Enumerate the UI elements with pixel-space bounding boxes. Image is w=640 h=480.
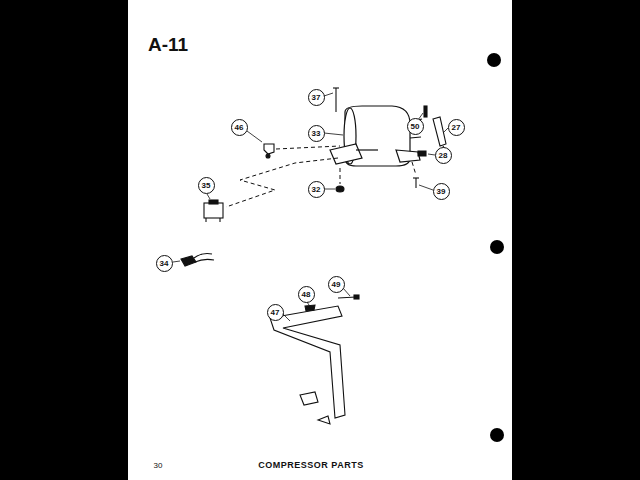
leader-lines bbox=[173, 93, 448, 321]
callout-number: 37 bbox=[308, 89, 325, 106]
relay-and-overload bbox=[181, 200, 223, 266]
compressor bbox=[330, 106, 423, 166]
page-number: 30 bbox=[154, 461, 163, 470]
assembly-lines bbox=[226, 146, 416, 207]
callout-number: 39 bbox=[433, 183, 450, 200]
callout-number: 34 bbox=[156, 255, 173, 272]
punch-holes bbox=[487, 53, 504, 442]
diagram-title: A-11 bbox=[148, 34, 188, 56]
callout-number: 32 bbox=[308, 181, 325, 198]
caption: COMPRESSOR PARTS bbox=[258, 460, 363, 470]
page-sheet bbox=[128, 0, 512, 480]
callout-number: 47 bbox=[267, 304, 284, 321]
callout-number: 27 bbox=[448, 119, 465, 136]
callout-number: 33 bbox=[308, 125, 325, 142]
callout-number: 49 bbox=[328, 276, 345, 293]
callout-number: 48 bbox=[298, 286, 315, 303]
hardware bbox=[264, 88, 446, 192]
callout-number: 28 bbox=[435, 147, 452, 164]
callout-number: 46 bbox=[231, 119, 248, 136]
callout-number: 50 bbox=[407, 118, 424, 135]
callout-number: 35 bbox=[198, 177, 215, 194]
